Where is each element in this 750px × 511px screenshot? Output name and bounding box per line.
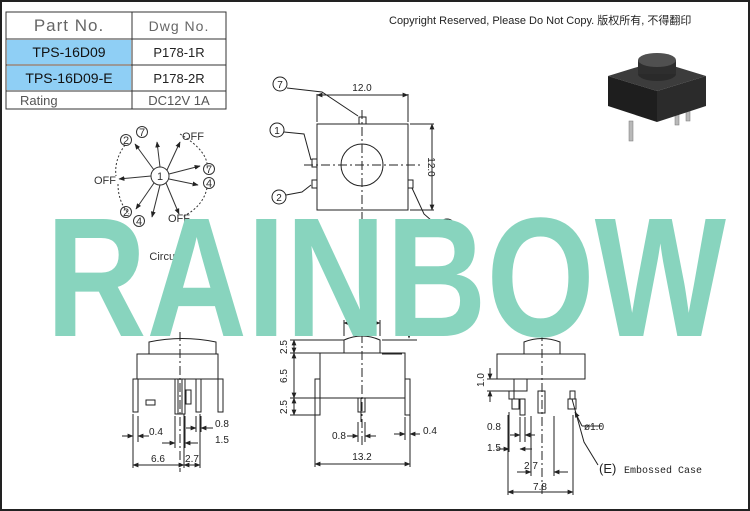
circuit-title: Circuit <box>149 251 180 263</box>
right-dim: 2.7 <box>524 461 538 472</box>
right-view-drawing <box>487 332 602 495</box>
dwg-no-header: Dwg No. <box>148 17 210 34</box>
right-dim: 0.8 <box>487 422 501 433</box>
circuit-diagram <box>115 126 215 227</box>
right-dim: 1.0 <box>476 373 487 387</box>
rainbow-watermark: RAINBOW <box>46 183 726 373</box>
embossed-mark: (E) <box>599 461 616 476</box>
part-no-header: Part No. <box>33 15 105 35</box>
circuit-label: 2 <box>123 207 129 219</box>
front-width-dim: 13.2 <box>352 452 372 463</box>
rating-value: DC12V 1A <box>148 92 210 108</box>
callout-label: 2 <box>276 193 282 204</box>
embossed-note: Embossed Case <box>624 465 702 477</box>
right-dim: 7.8 <box>533 482 547 493</box>
top-view-drawing <box>269 76 456 236</box>
left-dim: 2.7 <box>185 454 199 465</box>
circuit-label: OFF <box>182 131 204 143</box>
left-dim: 0.4 <box>149 427 163 438</box>
callout-label: 7 <box>277 80 283 91</box>
left-view-drawing <box>122 332 224 472</box>
circuit-center-label: 1 <box>157 171 163 183</box>
left-dim: 0.8 <box>215 419 229 430</box>
circuit-label: 7 <box>206 164 212 176</box>
drawing-number-cell: P178-2R <box>153 70 205 86</box>
right-dim: ø1.0 <box>584 422 604 433</box>
part-number-cell: TPS-16D09-E <box>7 66 131 90</box>
front-height-dim: 2.5 <box>279 340 290 354</box>
circuit-label: 2 <box>123 135 129 147</box>
front-view-drawing <box>290 272 420 467</box>
copyright-notice: Copyright Reserved, Please Do Not Copy. … <box>389 15 692 27</box>
callout-label: 4 <box>444 223 450 234</box>
spec-table-grid <box>5 11 227 110</box>
drawing-number-cell: P178-1R <box>153 44 205 60</box>
right-dim: 1.5 <box>487 443 501 454</box>
circuit-label: 7 <box>139 127 145 139</box>
front-button-dia: ø5.5 <box>352 311 372 322</box>
front-pin-dim: 0.8 <box>332 431 346 442</box>
circuit-label: 4 <box>206 178 212 190</box>
product-photo <box>608 53 706 142</box>
front-travel-dim: 1.5 Travel <box>398 286 409 330</box>
circuit-label: 4 <box>136 216 142 228</box>
circuit-label: OFF <box>168 213 190 225</box>
callout-label: 1 <box>274 126 280 137</box>
front-height-dim: 2.5 <box>279 400 290 414</box>
rating-label: Rating <box>20 92 58 108</box>
front-height-dim: 6.5 <box>279 369 290 383</box>
top-width-dim: 12.0 <box>352 83 372 94</box>
left-dim: 1.5 <box>215 435 229 446</box>
top-height-dim: 12.0 <box>425 157 436 177</box>
left-dim: 6.6 <box>151 454 165 465</box>
part-number-cell: TPS-16D09 <box>7 40 131 64</box>
front-edge-dim: 0.4 <box>423 426 437 437</box>
circuit-label: OFF <box>94 175 116 187</box>
